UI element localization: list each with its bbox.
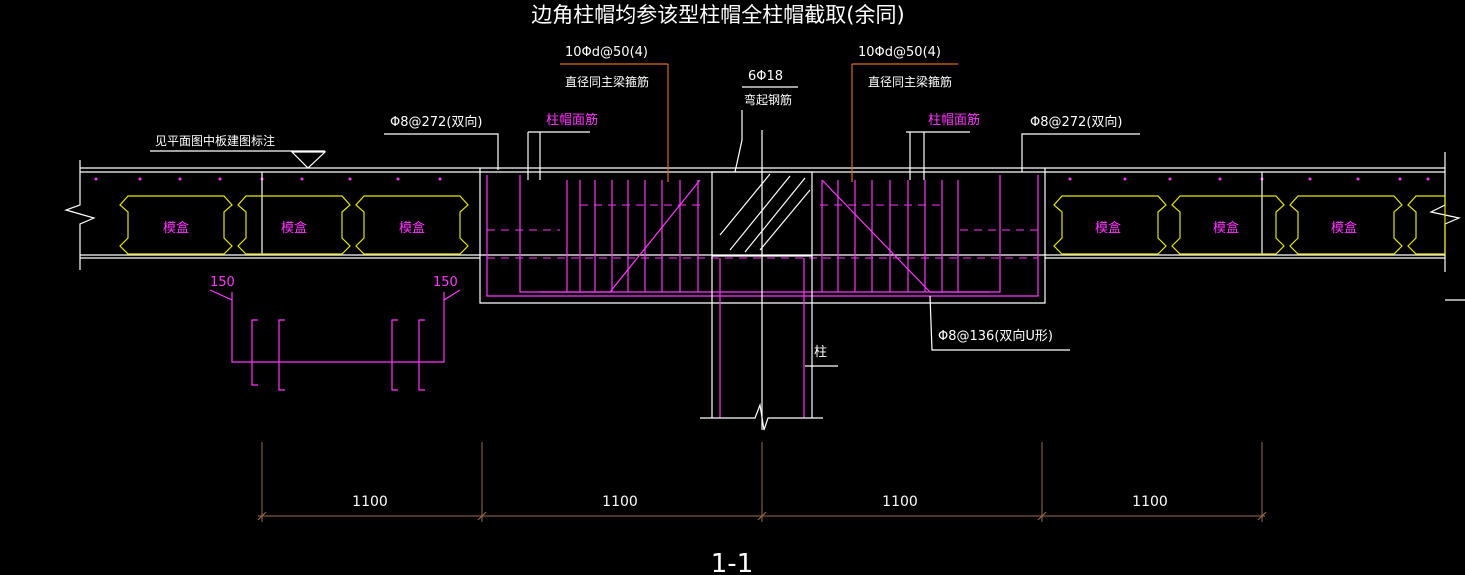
u-bar-shape [209,289,461,363]
column-cap [479,130,1046,431]
mold-box: 模盒 [355,195,469,255]
svg-text:模盒: 模盒 [1095,220,1121,236]
left-stirrups [566,180,700,292]
mold-box: 模盒 [1171,195,1285,255]
mold-box: 模盒 [119,195,233,255]
drawing-title: 边角柱帽均参该型柱帽全柱帽截取(余同) [531,3,904,27]
dimension-text: 1100 [1132,494,1168,510]
left-break-line [64,160,96,270]
svg-text:模盒: 模盒 [281,220,307,236]
mold-box: 模盒 [1053,195,1167,255]
u-bar-detail: 150 150 [209,275,461,391]
annotations: 10Φd@50(4) 直径同主梁箍筋 10Φd@50(4) 直径同主梁箍筋 6Φ… [150,45,1140,367]
dimension-text: 1100 [352,494,388,510]
detail-right-dim: 150 [433,275,458,290]
level-marker-icon [290,151,327,169]
u-bar-hooks [251,319,425,391]
right-mesh-label: Φ8@272(双向) [1030,114,1122,130]
left-cap-face-label: 柱帽面筋 [546,112,598,128]
svg-text:模盒: 模盒 [1331,220,1357,236]
mold-box: 模盒 [1289,195,1403,255]
dimension-text: 1100 [602,494,638,510]
dimension-text: 1100 [882,494,918,510]
bent-bar-right [821,179,990,293]
right-stirrups [820,180,959,292]
left-stirrup-note: 直径同主梁箍筋 [565,74,649,89]
bent-bar-label: 6Φ18 [748,69,783,84]
svg-text:模盒: 模盒 [163,220,189,236]
column-core-hatch [719,173,811,253]
section-label: 1-1 [711,549,753,575]
slab-note: 见平面图中板建图标注 [155,133,275,148]
bent-bar-note: 弯起钢筋 [744,92,792,107]
slab-rebar-dots [94,177,1430,181]
cap-inner-rebar [519,175,1001,293]
mold-boxes: 模盒 模盒 模盒 模盒 模盒 模盒 [119,195,1446,255]
bent-bar-left [540,179,701,293]
left-mesh-label: Φ8@272(双向) [390,114,482,130]
mold-box: 模盒 [237,195,351,255]
dimension-line: 1100 1100 1100 1100 [257,442,1267,522]
svg-text:模盒: 模盒 [1213,220,1239,236]
right-cap-face-label: 柱帽面筋 [928,112,980,128]
column-label: 柱 [814,345,827,360]
mold-box-partial [1407,195,1446,255]
detail-left-dim: 150 [210,275,235,290]
left-stirrup-label: 10Φd@50(4) [565,45,648,60]
svg-text:模盒: 模盒 [399,220,425,236]
right-stirrup-note: 直径同主梁箍筋 [868,74,952,89]
u-bar-label: Φ8@136(双向U形) [938,328,1053,344]
right-stirrup-label: 10Φd@50(4) [858,45,941,60]
